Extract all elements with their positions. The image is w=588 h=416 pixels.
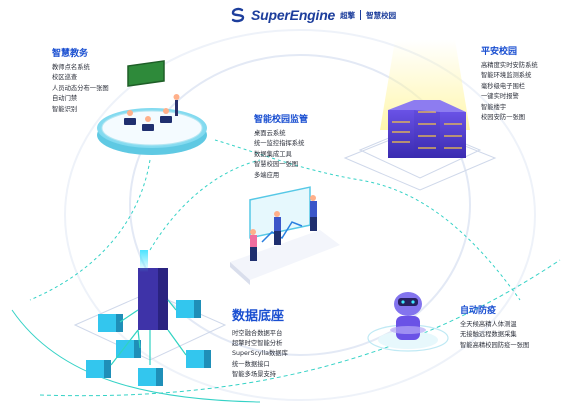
section-safe-campus: 平安校园 高精度实时安防系统 智能环境监测系统 毫秒级电子围栏 一键实时报警 智… <box>481 44 538 123</box>
epidemic-robot-illustration <box>367 292 449 352</box>
section-campus-monitoring: 智能校园监管 桌面云系统 统一监控指挥系统 数据集成工具 智慧校园一张图 多端应… <box>254 112 308 181</box>
list-item: 统一数据接口 <box>232 360 270 368</box>
superengine-logo: SuperEngine 超擎 智慧校园 <box>230 7 396 23</box>
list-item: 校园安防一张图 <box>481 114 526 122</box>
background-arcs <box>64 29 536 401</box>
superengine-logo-icon <box>231 7 245 23</box>
list-item: 校区巡查 <box>52 74 78 82</box>
section-item-list: 桌面云系统 统一监控指挥系统 数据集成工具 智慧校园一张图 多端应用 <box>254 129 308 181</box>
list-item: 桌面云系统 <box>254 130 286 137</box>
list-item: 毫秒级电子围栏 <box>481 82 526 90</box>
section-title: 数据底座 <box>232 309 285 324</box>
list-item: 多端应用 <box>254 171 280 179</box>
list-item: 时空融合数据平台 <box>232 330 283 337</box>
data-platform-cubes-illustration <box>73 250 227 386</box>
section-item-list: 时空融合数据平台 超擎时空智能分析 SuperScylla数据库 统一数据接口 … <box>232 329 288 380</box>
list-item: 超擎时空智能分析 <box>232 340 283 348</box>
list-item: 智慧校园一张图 <box>254 161 299 169</box>
section-item-list: 高精度实时安防系统 智能环境监测系统 毫秒级电子围栏 一键实时报警 智能楼宇 校… <box>481 61 538 123</box>
section-title: 智能校园监管 <box>254 115 309 125</box>
list-item: 自动门禁 <box>52 95 78 103</box>
list-item: 高精度实时安防系统 <box>481 62 538 69</box>
section-title: 平安校园 <box>481 47 518 57</box>
list-item: 智能高精校园防疫一张图 <box>460 341 530 349</box>
logo-tagline: 智慧校园 <box>366 10 397 20</box>
logo-brand-cn: 超擎 <box>340 10 356 20</box>
section-item-list: 全天候高精人体测温 无接触远程数据采集 智能高精校园防疫一张图 <box>460 320 529 351</box>
list-item: 智能识别 <box>52 105 78 113</box>
connector-lines <box>11 139 561 403</box>
section-title: 自动防疫 <box>460 306 497 316</box>
list-item: 全天候高精人体测温 <box>460 321 517 328</box>
section-data-platform: 数据底座 时空融合数据平台 超擎时空智能分析 SuperScylla数据库 统一… <box>232 305 288 380</box>
list-item: 一键实时报警 <box>481 93 519 101</box>
section-title: 智慧教务 <box>52 49 89 59</box>
monitoring-presentation-illustration <box>230 186 340 285</box>
list-item: SuperScylla数据库 <box>232 350 288 358</box>
section-smart-academic: 智慧教务 教师点名系统 校区巡查 人员动态分布一张图 自动门禁 智能识别 <box>52 46 109 115</box>
server-cluster-illustration <box>343 40 497 191</box>
logo-divider <box>360 10 362 20</box>
list-item: 人员动态分布一张图 <box>52 84 109 92</box>
logo-wordmark: SuperEngine <box>251 7 336 23</box>
list-item: 数据集成工具 <box>254 150 292 158</box>
list-item: 智能多场景支持 <box>232 370 277 378</box>
list-item: 无接触远程数据采集 <box>460 331 517 339</box>
classroom-illustration <box>97 60 207 155</box>
list-item: 统一监控指挥系统 <box>254 140 305 148</box>
list-item: 智能环境监测系统 <box>481 72 532 80</box>
list-item: 教师点名系统 <box>52 64 90 71</box>
list-item: 智能楼宇 <box>481 103 507 111</box>
section-auto-epidemic: 自动防疫 全天候高精人体测温 无接触远程数据采集 智能高精校园防疫一张图 <box>460 303 529 351</box>
section-item-list: 教师点名系统 校区巡查 人员动态分布一张图 自动门禁 智能识别 <box>52 63 109 115</box>
